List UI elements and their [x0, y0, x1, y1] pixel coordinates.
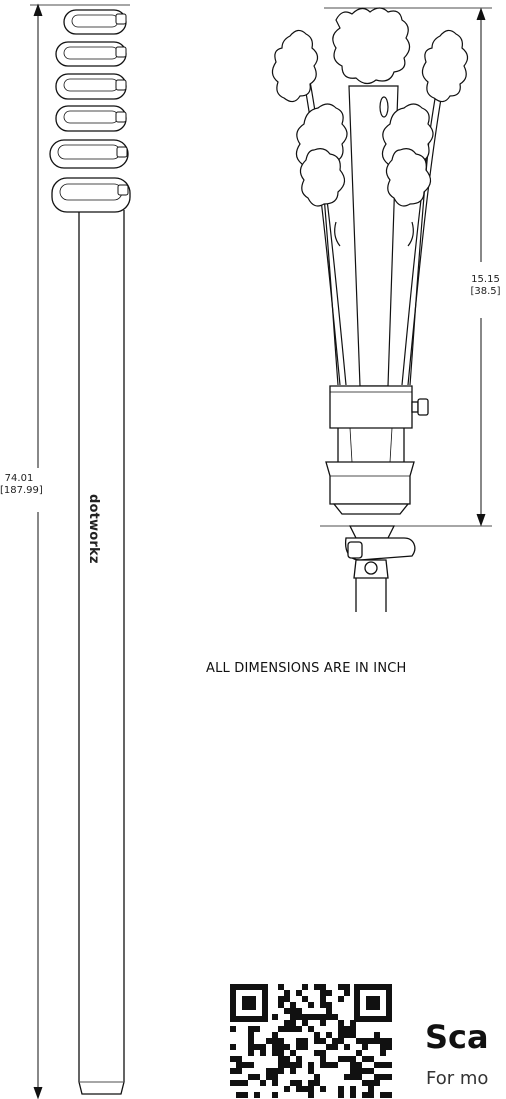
total-length-dimension — [30, 3, 130, 1099]
head-length-label: 15.15 [38.5] — [465, 274, 506, 298]
qr-code-icon — [214, 980, 398, 1099]
pole — [78, 210, 125, 1095]
head-length-mm: [38.5] — [470, 286, 501, 297]
duster-head — [271, 7, 469, 387]
coiled-cable — [49, 9, 131, 213]
total-length-inch: 74.01 — [4, 473, 34, 484]
mount-assembly — [325, 385, 429, 612]
scan-title: Sca — [425, 1018, 489, 1056]
brand-logo-text: dotworkz — [86, 494, 101, 564]
total-length-label: 74.01 [187.99] — [0, 473, 43, 497]
total-length-mm: [187.99] — [0, 485, 43, 496]
head-length-dimension — [320, 7, 492, 527]
scan-subtitle: For mo — [426, 1068, 489, 1089]
dimensions-note: ALL DIMENSIONS ARE IN INCH — [206, 661, 407, 676]
head-length-inch: 15.15 — [471, 274, 500, 285]
